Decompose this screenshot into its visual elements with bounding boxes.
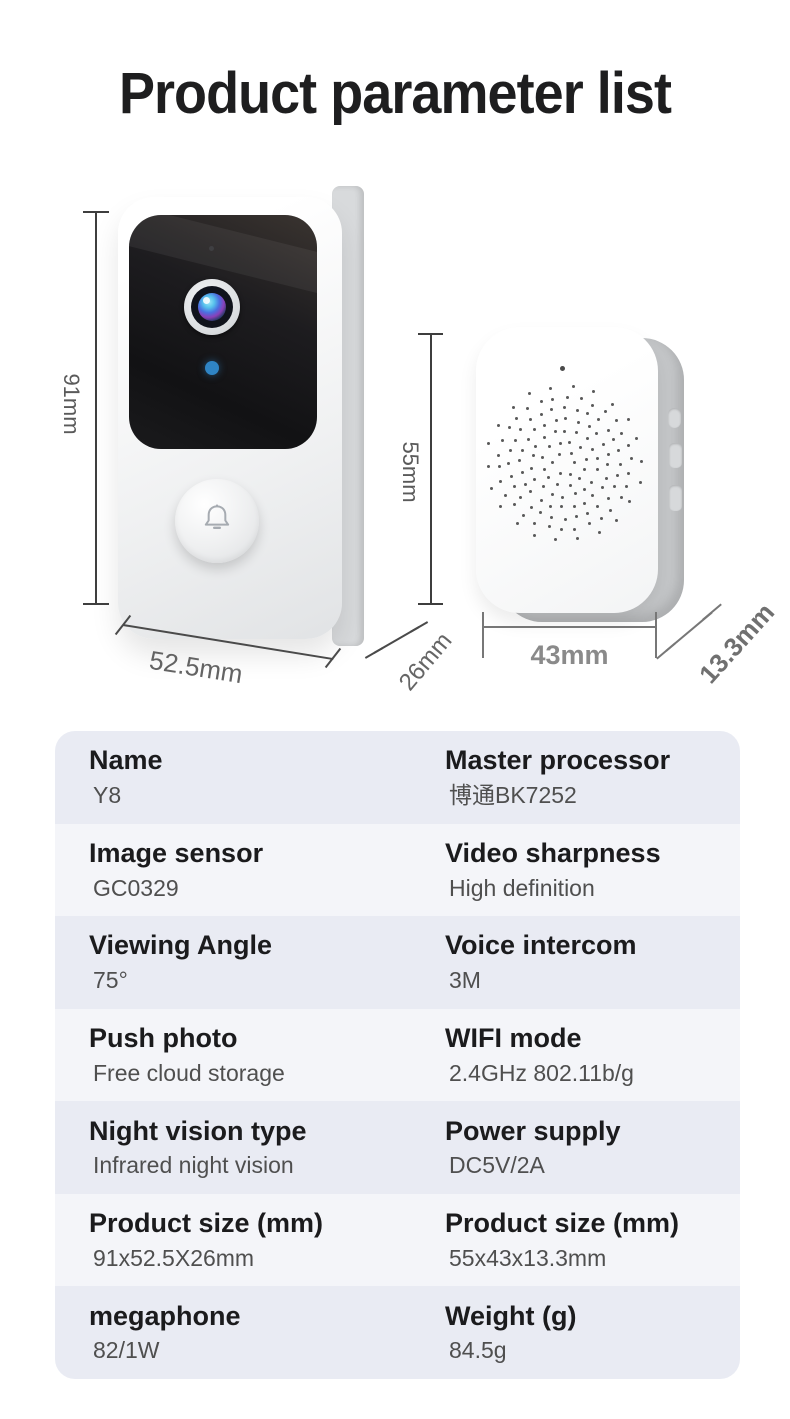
- spec-value: GC0329: [93, 874, 179, 901]
- dimension-tick: [702, 603, 722, 621]
- dimension-label-chime-height: 55mm: [398, 441, 423, 503]
- dimension-label-chime-width: 43mm: [530, 640, 609, 670]
- spec-value: DC5V/2A: [449, 1152, 545, 1179]
- dimension-tick: [409, 621, 429, 633]
- dimension-cap: [83, 211, 109, 213]
- lens-iris: [198, 293, 226, 321]
- spec-label: Viewing Angle: [89, 930, 273, 961]
- spec-value: Y8: [93, 781, 122, 808]
- spec-label: Voice intercom: [445, 930, 637, 961]
- speaker-grille: [478, 377, 648, 547]
- spec-value: High definition: [449, 874, 595, 901]
- dimension-tick: [656, 642, 676, 660]
- spec-value: 2.4GHz 802.11b/g: [449, 1059, 634, 1086]
- spec-value: 3M: [449, 967, 481, 994]
- dimension-line-chime-height: [430, 334, 432, 604]
- spec-label: Night vision type: [89, 1115, 307, 1146]
- doorbell-button: [175, 479, 259, 563]
- camera-lens: [184, 279, 240, 335]
- spec-label: Product size (mm): [89, 1208, 324, 1239]
- spec-value: Infrared night vision: [93, 1152, 294, 1179]
- dimension-cap: [418, 333, 443, 335]
- spec-label: Weight (g): [445, 1300, 577, 1331]
- dimension-tick: [655, 612, 657, 658]
- spec-value: 82/1W: [93, 1337, 160, 1364]
- chime-side-button: [668, 408, 681, 428]
- chime-side-button: [669, 443, 682, 468]
- spec-value: 91x52.5X26mm: [93, 1244, 255, 1271]
- chime-indicator-hole: [560, 366, 565, 371]
- spec-value: Free cloud storage: [93, 1059, 285, 1086]
- bell-icon: [197, 499, 237, 544]
- dimension-tick: [364, 647, 384, 659]
- dimension-cap: [83, 603, 109, 605]
- status-led: [205, 361, 219, 375]
- spec-label: WIFI mode: [445, 1023, 582, 1054]
- dimension-label-chime-depth: 13.3mm: [693, 597, 781, 690]
- dimension-cap: [418, 603, 443, 605]
- spec-value: 75°: [93, 967, 128, 994]
- chime-side-button: [669, 485, 682, 511]
- spec-label: Name: [89, 745, 163, 776]
- spec-label: Master processor: [445, 745, 671, 776]
- spec-value: 84.5g: [449, 1337, 507, 1364]
- spec-row: Viewing Angle 75° Voice intercom 3M: [55, 916, 740, 1009]
- dimension-line-chime-width: [483, 626, 656, 628]
- lens-barrel: [191, 286, 233, 328]
- spec-label: Power supply: [445, 1115, 621, 1146]
- spec-label: Video sharpness: [445, 837, 661, 868]
- spec-label: megaphone: [89, 1300, 241, 1331]
- chime-body: [476, 327, 658, 613]
- spec-row: Product size (mm) 91x52.5X26mm Product si…: [55, 1193, 740, 1287]
- dimension-tick: [482, 612, 484, 658]
- dimension-label-doorbell-width: 52.5mm: [147, 644, 245, 690]
- dimension-label-doorbell-height: 91mm: [59, 373, 84, 435]
- spec-label: Image sensor: [89, 837, 264, 868]
- spec-label: Product size (mm): [445, 1208, 680, 1239]
- page-title: Product parameter list: [118, 61, 672, 126]
- spec-row: megaphone 82/1W Weight (g) 84.5g: [55, 1286, 740, 1379]
- dimension-line-doorbell-height: [95, 212, 97, 604]
- spec-label: Push photo: [89, 1023, 238, 1054]
- spec-value: 博通BK7252: [449, 781, 577, 808]
- spec-value: 55x43x13.3mm: [449, 1244, 607, 1271]
- doorbell-mic-hole: [209, 246, 214, 251]
